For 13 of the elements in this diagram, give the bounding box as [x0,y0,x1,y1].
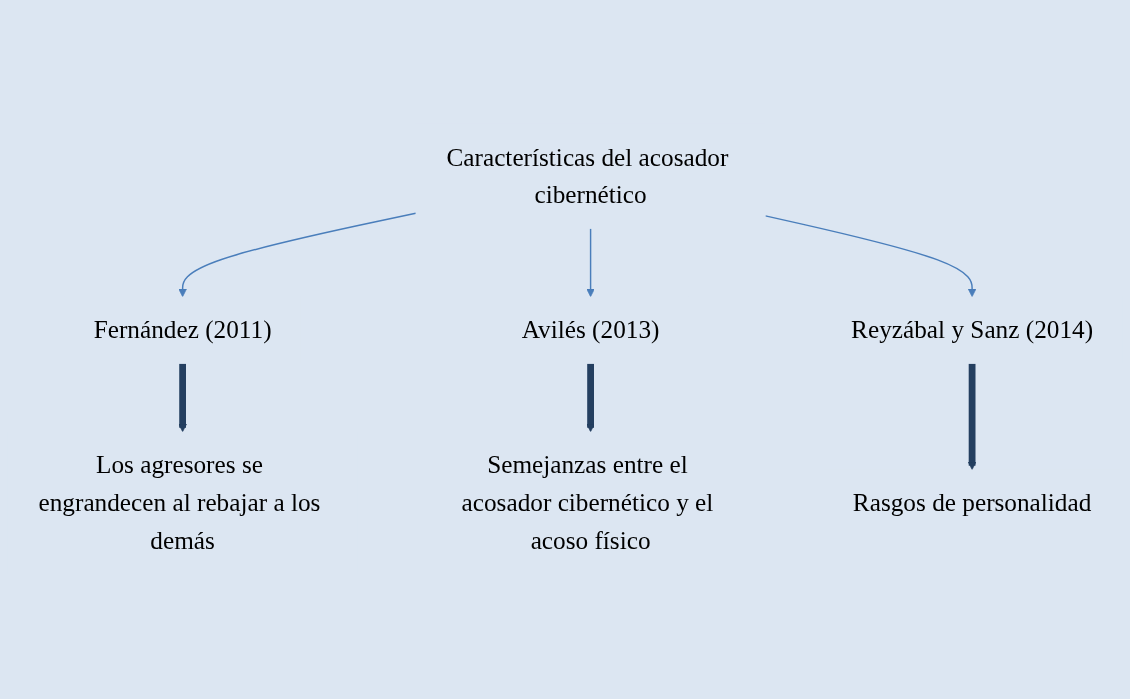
arrow [178,364,187,433]
node-text: Fernández (2011) [93,316,272,345]
arrow [586,364,595,433]
node-text: Avilés (2013) [521,316,660,345]
arrow [764,215,977,298]
arrow [967,364,977,471]
node-text: Rasgos de personalidad [852,489,1092,518]
node-text: Los agresores se engrandecen al rebajar a los demás [38,451,321,556]
node-text: Características del acosador cibernético [446,143,729,210]
node-text: Semejanzas entre el acosador cibernético y el acoso físico [461,451,714,556]
arrow [586,228,595,298]
node-text: Reyzábal y Sanz (2014) [851,316,1094,345]
arrow [178,212,417,298]
